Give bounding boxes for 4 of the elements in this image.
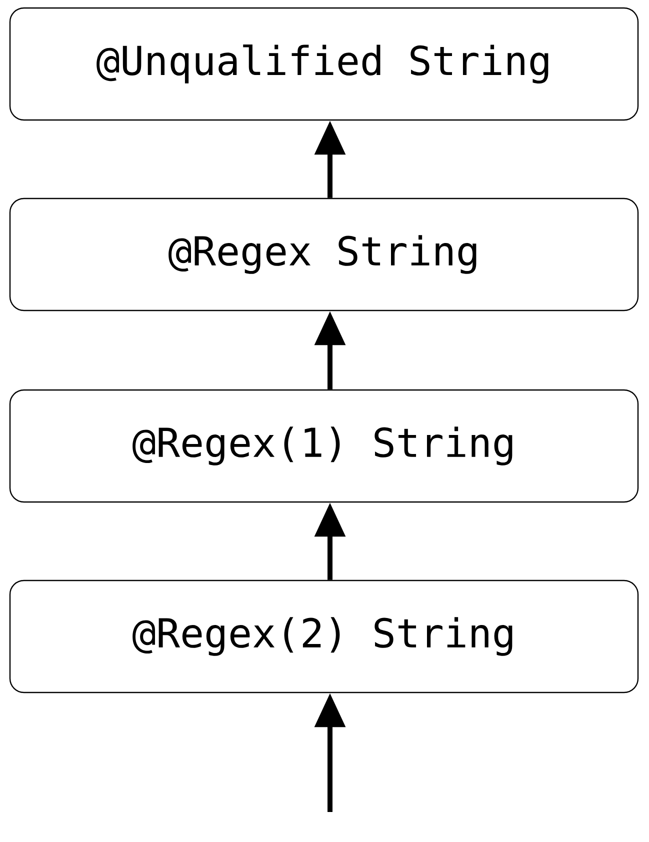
type-box: @Unqualified String xyxy=(9,7,639,121)
type-box: @Regex String xyxy=(9,198,639,312)
type-box: @Regex(2) String xyxy=(9,580,639,694)
type-box: @Regex(1) String xyxy=(9,389,639,503)
